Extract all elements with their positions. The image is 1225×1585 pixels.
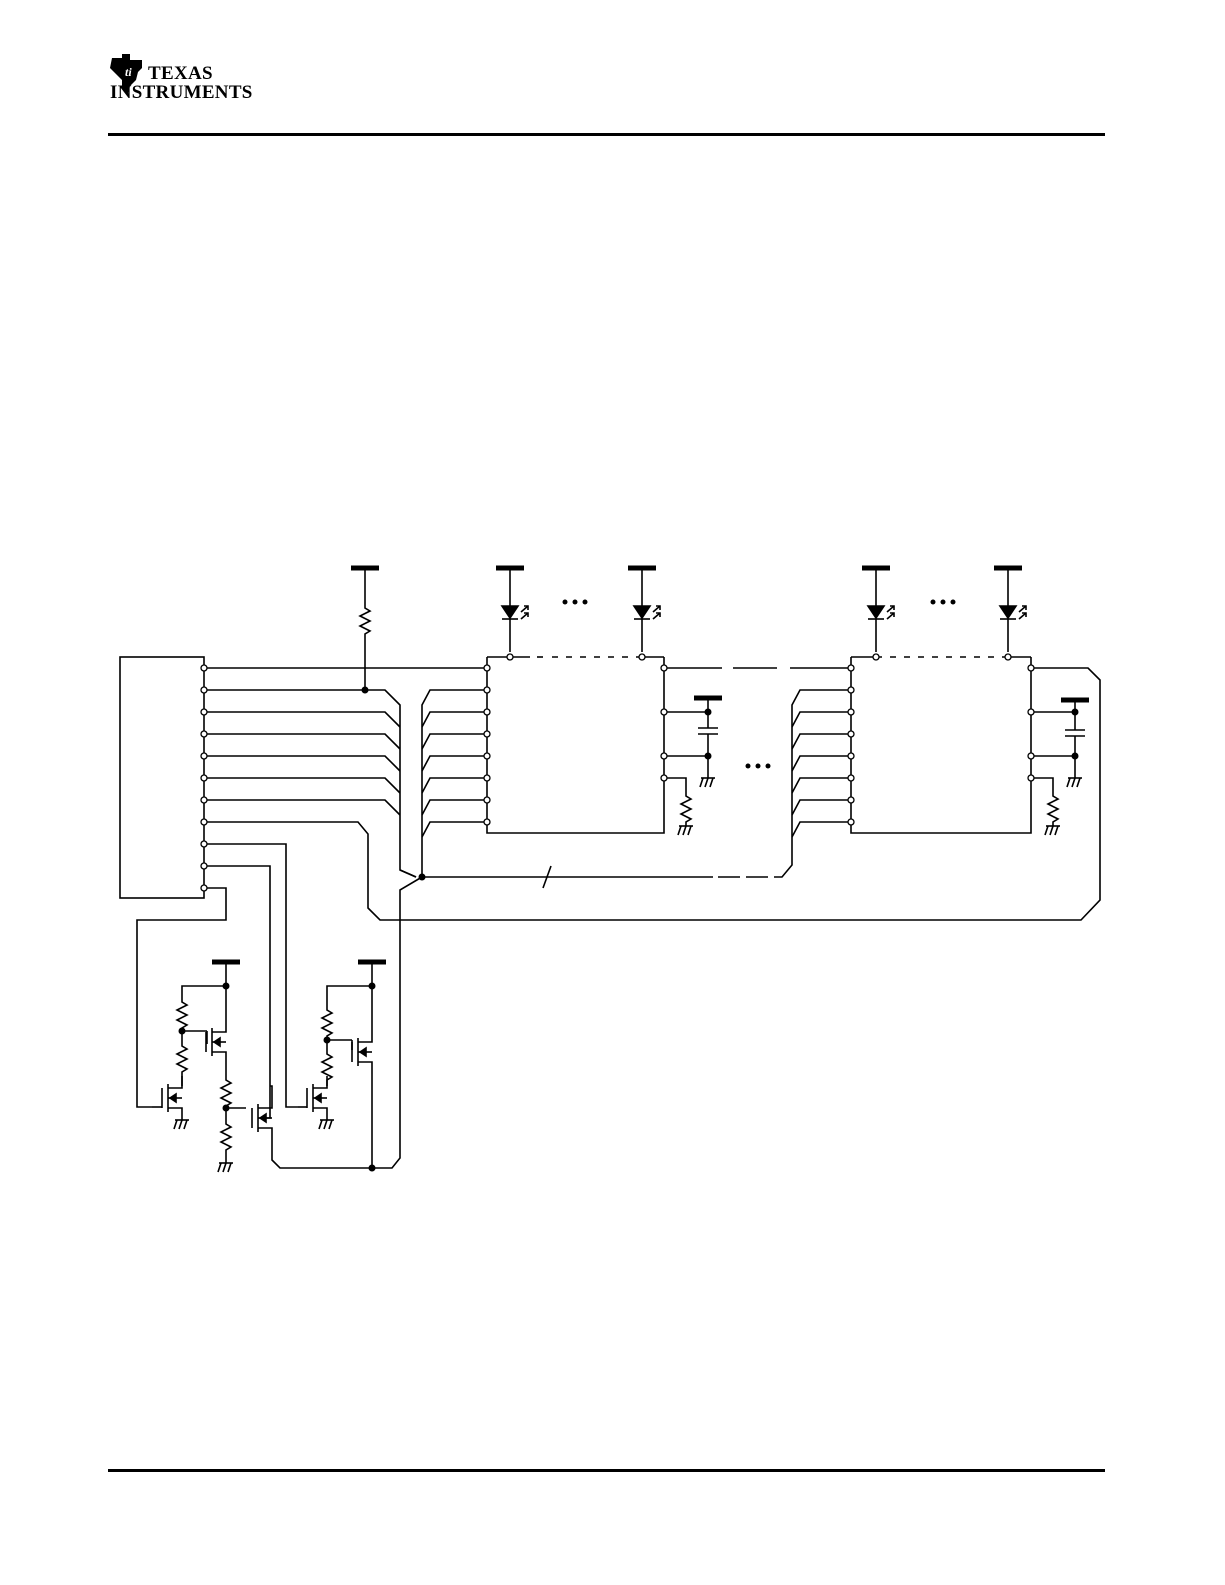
wire-pin9 bbox=[207, 844, 298, 1107]
mosfet-q4 bbox=[352, 1030, 372, 1074]
driver-ic-2 bbox=[848, 654, 1034, 833]
ellipsis-marks bbox=[563, 600, 956, 769]
mosfet-q5 bbox=[307, 1076, 327, 1120]
bus-wires-left bbox=[207, 668, 1100, 920]
led-2b bbox=[1000, 568, 1026, 652]
driver-ic-1 bbox=[484, 654, 667, 833]
mosfet-q1 bbox=[206, 1020, 226, 1064]
controller-block bbox=[120, 657, 204, 898]
mosfet-q2 bbox=[162, 1076, 182, 1120]
pullup-resistor bbox=[360, 602, 370, 638]
wire-pin10 bbox=[207, 866, 270, 1118]
mosfet-q3 bbox=[252, 1096, 272, 1140]
led-1a bbox=[502, 568, 528, 652]
led-2a bbox=[868, 568, 894, 652]
bus-trunk bbox=[422, 690, 487, 877]
led-1b bbox=[634, 568, 660, 652]
